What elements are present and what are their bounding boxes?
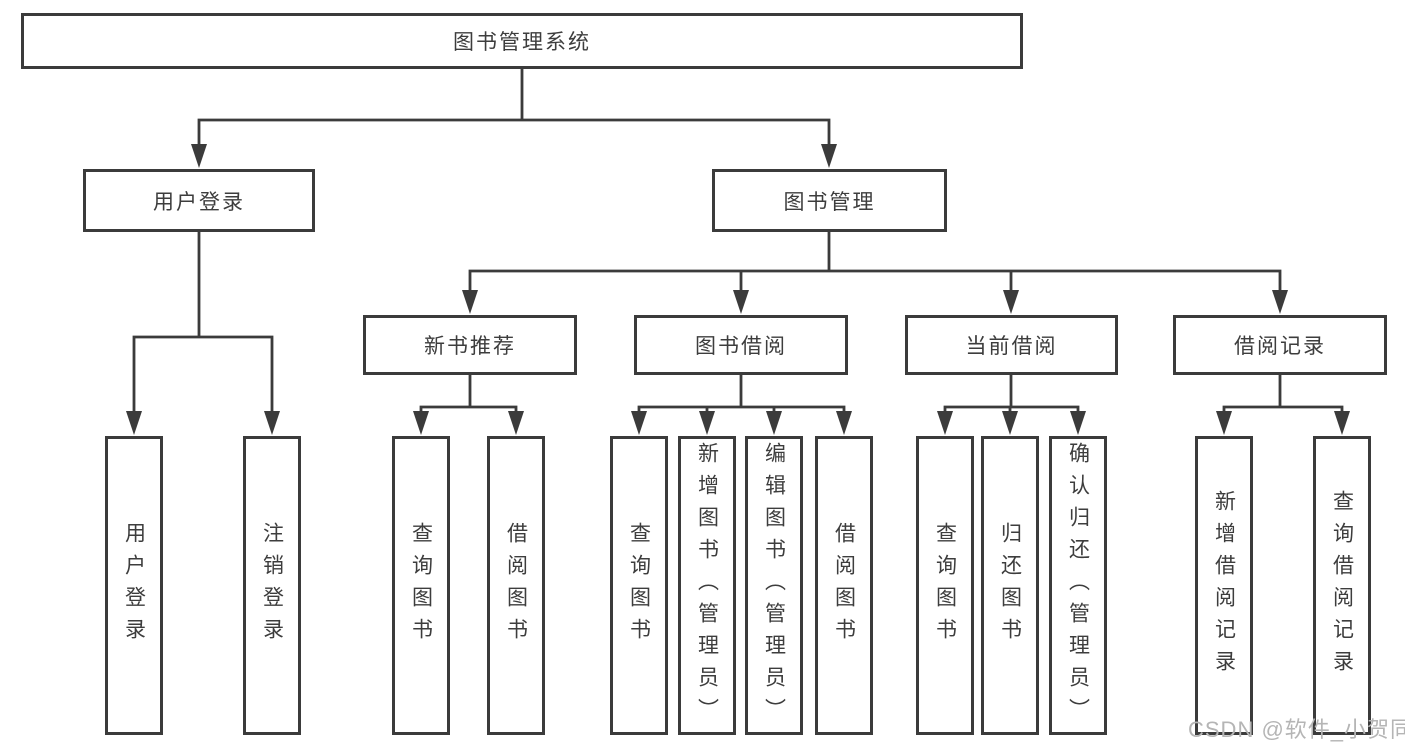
node-borrowing-records: 借阅记录 [1173, 315, 1387, 375]
leaf-query-books-recommend: 查询图书 [392, 436, 450, 735]
node-label: 图书借阅 [695, 335, 787, 358]
node-label: 图书管理 [783, 190, 876, 214]
node-new-book-recommendation: 新书推荐 [363, 315, 577, 375]
node-label: 用户登录 [122, 521, 146, 650]
node-book-borrowing: 图书借阅 [634, 315, 848, 375]
leaf-query-books-current: 查询图书 [916, 436, 974, 735]
node-label: 查询图书 [409, 521, 433, 650]
node-label: 编辑图书（管理员） [762, 441, 786, 730]
leaf-query-books-borrowing: 查询图书 [610, 436, 668, 735]
leaf-borrow-books-recommend: 借阅图书 [487, 436, 545, 735]
node-label: 图书管理系统 [453, 31, 591, 54]
node-label: 新增图书（管理员） [695, 441, 719, 730]
node-label: 注销登录 [260, 521, 284, 650]
node-user-login: 用户登录 [83, 169, 315, 232]
leaf-query-borrow-record: 查询借阅记录 [1313, 436, 1371, 735]
node-label: 新增借阅记录 [1212, 489, 1236, 682]
node-label: 用户登录 [153, 190, 245, 214]
node-label: 查询图书 [933, 521, 957, 650]
node-label: 借阅记录 [1234, 335, 1326, 358]
leaf-user-login: 用户登录 [105, 436, 163, 735]
node-label: 归还图书 [998, 521, 1022, 650]
node-book-management: 图书管理 [712, 169, 947, 232]
leaf-return-books: 归还图书 [981, 436, 1039, 735]
leaf-add-books-admin: 新增图书（管理员） [678, 436, 736, 735]
node-label: 查询借阅记录 [1330, 489, 1354, 682]
leaf-edit-books-admin: 编辑图书（管理员） [745, 436, 803, 735]
node-label: 新书推荐 [424, 335, 516, 358]
node-label: 当前借阅 [965, 335, 1058, 358]
node-label: 查询图书 [627, 521, 651, 650]
node-label: 确认归还（管理员） [1066, 441, 1090, 730]
leaf-logout-login: 注销登录 [243, 436, 301, 735]
node-current-borrowing: 当前借阅 [905, 315, 1118, 375]
node-library-management-system: 图书管理系统 [21, 13, 1023, 69]
node-label: 借阅图书 [832, 521, 856, 650]
leaf-add-borrow-record: 新增借阅记录 [1195, 436, 1253, 735]
watermark-text: CSDN @软件_小贺同学 [1188, 717, 1405, 742]
leaf-borrow-books-borrowing: 借阅图书 [815, 436, 873, 735]
node-label: 借阅图书 [504, 521, 528, 650]
leaf-confirm-return-admin: 确认归还（管理员） [1049, 436, 1107, 735]
